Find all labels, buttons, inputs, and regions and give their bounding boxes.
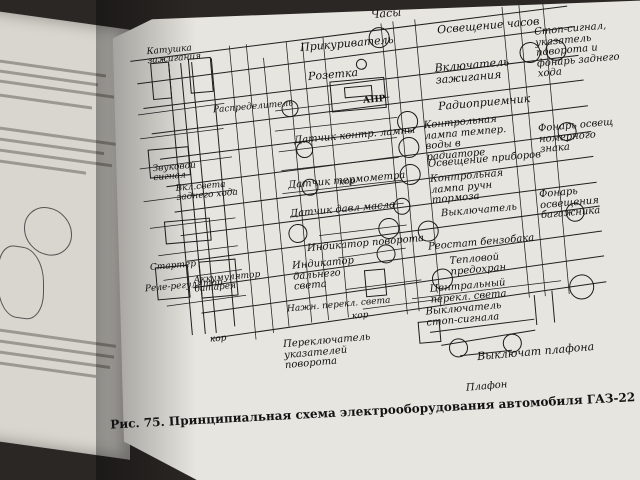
label-license-plate-light: Фонарь освещ номерного знака bbox=[537, 116, 614, 156]
label-clock: Часы bbox=[370, 5, 402, 22]
page-shadow bbox=[96, 0, 196, 480]
label-trunk-light: Фонарь освещения багажника bbox=[538, 185, 601, 222]
label-apr: АПР bbox=[362, 94, 386, 106]
label-cor-2: кор bbox=[351, 310, 369, 322]
label-cor-3: кор bbox=[209, 333, 227, 345]
label-cor-1: кор bbox=[338, 176, 356, 188]
label-stop-signal: Стоп-сигнал, указатель поворота и фонарь… bbox=[533, 20, 620, 80]
